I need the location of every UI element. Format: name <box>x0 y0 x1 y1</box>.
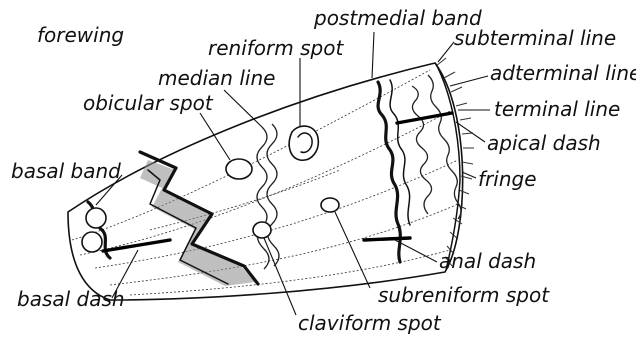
leader-postmedial-band <box>372 32 374 78</box>
label-basal-dash: basal dash <box>17 287 125 311</box>
label-subreniform-spot: subreniform spot <box>378 283 550 307</box>
diagram-title: forewing <box>37 23 124 47</box>
label-subterminal-line: subterminal line <box>454 26 616 50</box>
label-fringe: fringe <box>478 167 537 191</box>
anal-dash-mark <box>364 238 410 240</box>
basal-band-spot-lower <box>82 232 102 252</box>
label-claviform-spot: claviform spot <box>298 311 442 335</box>
leader-subterminal-line <box>438 42 454 62</box>
label-adterminal-line: adterminal line <box>490 61 636 85</box>
subreniform-spot-mark <box>321 198 339 212</box>
label-terminal-line: terminal line <box>494 97 620 121</box>
label-obicular-spot: obicular spot <box>83 91 214 115</box>
claviform-spot-mark <box>253 222 271 238</box>
obicular-spot-mark <box>226 159 252 179</box>
reniform-spot-mark <box>289 126 318 160</box>
label-apical-dash: apical dash <box>487 131 601 155</box>
label-basal-band: basal band <box>11 159 121 183</box>
label-median-line: median line <box>158 66 275 90</box>
label-anal-dash: anal dash <box>439 249 536 273</box>
leader-median-line <box>224 90 262 127</box>
label-reniform-spot: reniform spot <box>208 36 344 60</box>
leader-adterminal-line <box>450 76 488 86</box>
basal-band-spot-upper <box>86 208 106 228</box>
